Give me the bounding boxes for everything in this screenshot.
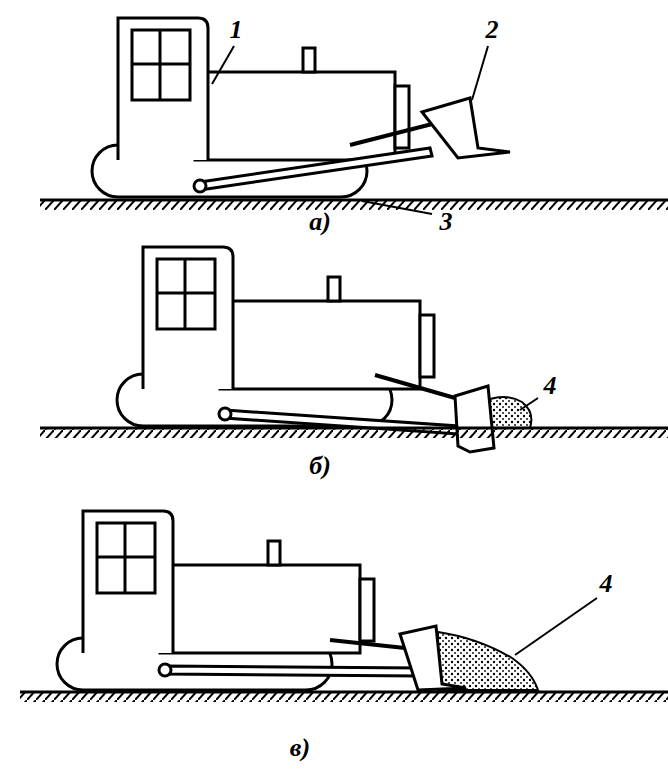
panel-letter: а) bbox=[309, 209, 331, 235]
callout-number: 3 bbox=[440, 209, 453, 235]
callout-number: 4 bbox=[544, 373, 557, 399]
callout-number: 2 bbox=[486, 17, 499, 43]
panel-letter: б) bbox=[309, 453, 331, 479]
leader-lines bbox=[212, 46, 597, 655]
ground bbox=[20, 692, 668, 702]
ground bbox=[40, 200, 668, 210]
callout-number: 4 bbox=[600, 571, 613, 597]
bulldozer-raised-blade bbox=[92, 18, 510, 197]
bulldozer-pushing bbox=[57, 511, 538, 690]
ground bbox=[40, 428, 668, 438]
callout-number: 1 bbox=[230, 17, 243, 43]
bulldozer-cutting bbox=[117, 247, 531, 452]
panel-letter: в) bbox=[290, 735, 310, 761]
